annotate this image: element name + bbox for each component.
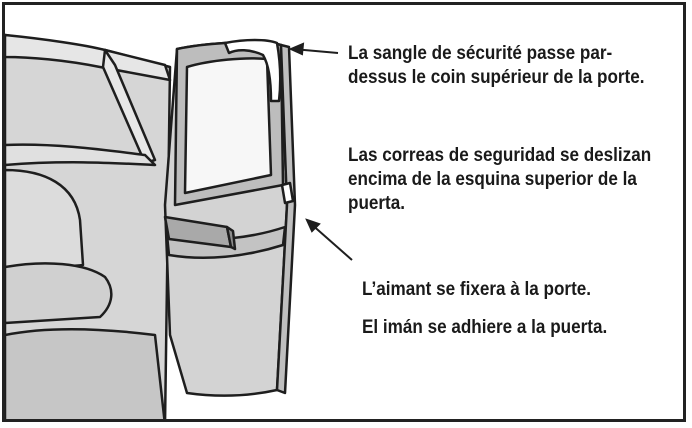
- strap-caption-es: Las correas de seguridad se deslizan enc…: [348, 145, 652, 214]
- dashboard: [5, 143, 157, 167]
- magnet-caption-fr: L’aimant se fixera à la porte.: [362, 279, 592, 300]
- seat-cushion: [5, 262, 113, 325]
- diagram-frame: La sangle de sécurité passe par-dessus l…: [2, 2, 686, 422]
- door-window: [183, 57, 273, 195]
- strap-caption-fr: La sangle de sécurité passe par-dessus l…: [348, 43, 645, 88]
- roof-liner: [5, 33, 172, 82]
- strap-arrowhead: [288, 42, 305, 56]
- magnet-arrow: [309, 222, 353, 261]
- magnet-tab: [280, 181, 295, 205]
- door-sill: [5, 328, 166, 419]
- safety-strap: [223, 38, 282, 103]
- door-edge: [275, 43, 297, 395]
- magnet-caption-es: El imán se adhiere a la puerta.: [362, 317, 608, 338]
- car-door-illustration: [5, 33, 353, 419]
- magnet-arrowhead: [305, 218, 321, 233]
